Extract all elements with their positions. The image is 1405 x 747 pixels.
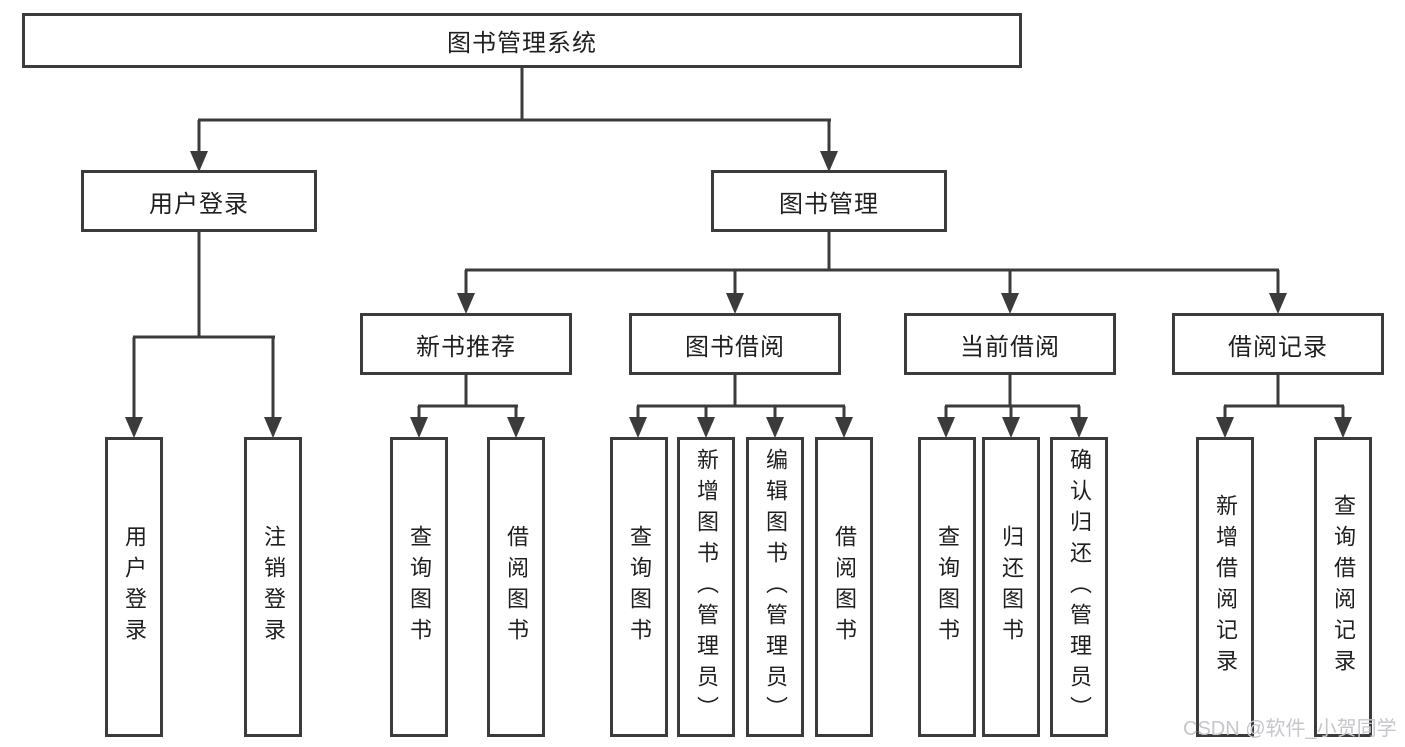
node-library-management-system: 图书管理系统 <box>22 13 1022 68</box>
leaf-query-books-recommend: 查询图书 <box>390 437 448 737</box>
node-borrowing-records: 借阅记录 <box>1172 313 1384 375</box>
leaf-query-books-borrowing: 查询图书 <box>610 437 668 737</box>
node-label: 借阅记录 <box>1228 333 1328 361</box>
leaf-label: 新增图书（管理员） <box>694 447 719 727</box>
node-book-management: 图书管理 <box>711 170 947 232</box>
leaf-label: 确认归还（管理员） <box>1067 447 1092 727</box>
leaf-query-books-current: 查询图书 <box>918 437 976 737</box>
leaf-label: 用户登录 <box>122 525 147 649</box>
leaf-return-books: 归还图书 <box>982 437 1040 737</box>
leaf-user-login: 用户登录 <box>105 437 163 737</box>
leaf-label: 归还图书 <box>999 525 1024 649</box>
leaf-query-borrow-record: 查询借阅记录 <box>1314 437 1372 737</box>
leaf-label: 查询图书 <box>935 525 960 649</box>
leaf-add-books-admin: 新增图书（管理员） <box>677 437 735 737</box>
node-label: 用户登录 <box>149 190 249 218</box>
leaf-label: 注销登录 <box>261 525 286 649</box>
leaf-add-borrow-record: 新增借阅记录 <box>1196 437 1254 737</box>
node-user-login: 用户登录 <box>81 170 317 232</box>
node-label: 图书借阅 <box>685 333 785 361</box>
leaf-edit-books-admin: 编辑图书（管理员） <box>746 437 804 737</box>
leaf-borrow-books-borrowing: 借阅图书 <box>815 437 873 737</box>
leaf-label: 查询借阅记录 <box>1331 494 1356 680</box>
leaf-label: 借阅图书 <box>504 525 529 649</box>
leaf-logout: 注销登录 <box>244 437 302 737</box>
leaf-label: 查询图书 <box>627 525 652 649</box>
node-label: 图书管理 <box>779 190 879 218</box>
leaf-label: 新增借阅记录 <box>1213 494 1238 680</box>
arrowheads <box>125 151 1352 438</box>
node-book-borrowing: 图书借阅 <box>629 313 841 375</box>
leaf-borrow-books-recommend: 借阅图书 <box>487 437 545 737</box>
node-label: 图书管理系统 <box>447 30 597 57</box>
node-current-borrowing: 当前借阅 <box>904 313 1116 375</box>
csdn-watermark: CSDN @软件_小贺同学 <box>1183 718 1397 740</box>
leaf-label: 借阅图书 <box>832 525 857 649</box>
leaf-label: 查询图书 <box>407 525 432 649</box>
node-label: 当前借阅 <box>960 333 1060 361</box>
node-new-book-recommendation: 新书推荐 <box>360 313 572 375</box>
tree-connectors <box>132 68 1345 423</box>
node-label: 新书推荐 <box>416 333 516 361</box>
leaf-label: 编辑图书（管理员） <box>763 447 788 727</box>
leaf-confirm-return-admin: 确认归还（管理员） <box>1050 437 1108 737</box>
